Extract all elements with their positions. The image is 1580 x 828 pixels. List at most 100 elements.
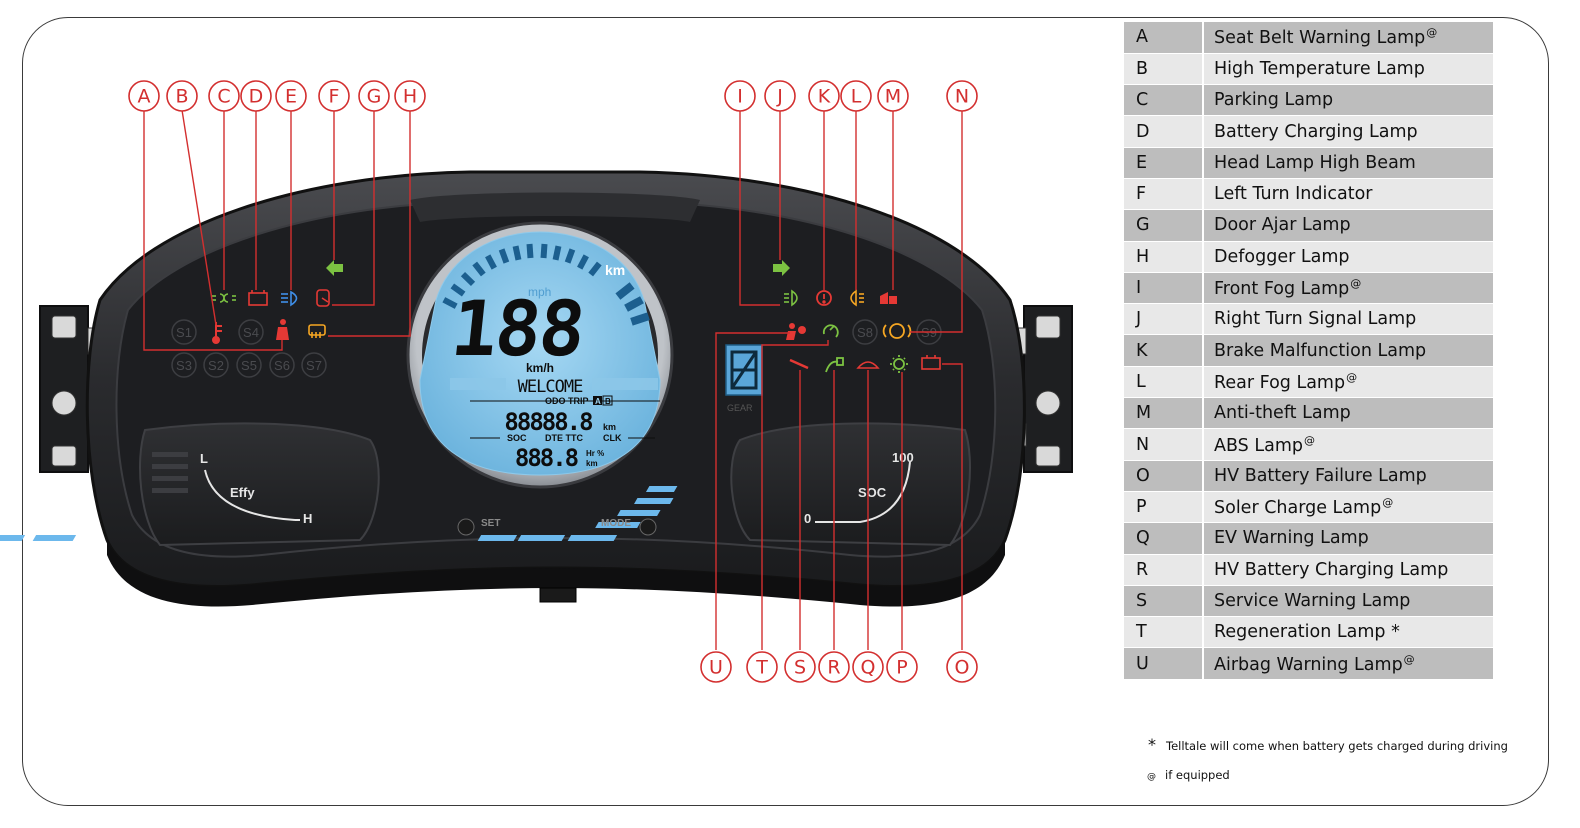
- callout-marker: L: [840, 80, 872, 112]
- soc-min-label: 0: [804, 511, 811, 526]
- callout-marker: F: [318, 80, 350, 112]
- callout-marker: T: [746, 651, 778, 683]
- callout-letter: D: [249, 86, 264, 108]
- callout-marker: R: [818, 651, 850, 683]
- equipped-footnote: @if equipped: [1147, 768, 1230, 782]
- legend-key: K: [1124, 334, 1204, 367]
- efficiency-gauge: L Effy H: [0, 451, 312, 541]
- km-top-label: km: [605, 262, 625, 278]
- soc-gauge: 100 SOC 0: [477, 450, 914, 541]
- callout-letter: C: [217, 86, 230, 108]
- legend-label-cell: Soler Charge Lamp@: [1203, 491, 1493, 524]
- callout-marker: N: [946, 80, 978, 112]
- rear-fog-icon: [850, 289, 864, 307]
- spare-slot-s5: S5: [241, 358, 257, 373]
- bottom-display-unit: km: [586, 459, 598, 468]
- legend-key: P: [1124, 491, 1204, 524]
- regeneration-icon: [822, 324, 839, 338]
- set-button-label: SET: [481, 518, 500, 529]
- legend-row: Q EV Warning Lamp: [1124, 522, 1493, 555]
- lcd-faint-bargraph: [450, 378, 658, 390]
- high-beam-icon: [281, 290, 298, 307]
- legend-label: Brake Malfunction Lamp: [1214, 340, 1427, 361]
- legend-equipped-marker: @: [1426, 26, 1438, 40]
- effy-high-label: H: [303, 511, 312, 526]
- telltales-left: [212, 260, 343, 344]
- callout-letter: L: [851, 86, 862, 108]
- clk-label: CLK: [603, 433, 622, 443]
- legend-label-cell: Service Warning Lamp: [1203, 585, 1493, 618]
- mode-button-label: MODE: [601, 518, 631, 529]
- legend-label-cell: Anti-theft Lamp: [1203, 397, 1493, 430]
- gear-indicator: GEAR: [725, 344, 763, 413]
- legend-equipped-marker: @: [1303, 433, 1315, 447]
- legend-label: HV Battery Failure Lamp: [1214, 465, 1427, 486]
- legend-label: Soler Charge Lamp: [1214, 498, 1382, 519]
- legend-row: G Door Ajar Lamp: [1124, 209, 1493, 242]
- legend-key: F: [1124, 178, 1204, 211]
- right-turn-arrow-icon: [773, 260, 790, 276]
- legend-label-cell: Parking Lamp: [1203, 84, 1493, 117]
- soc-display-label: SOC: [507, 433, 527, 443]
- speed-unit: km/h: [526, 361, 554, 375]
- legend-label-cell: Regeneration Lamp *: [1203, 616, 1493, 649]
- mode-button[interactable]: MODE: [601, 518, 657, 536]
- callout-letter: B: [175, 86, 188, 108]
- odo-trip-label: ODO TRIP: [545, 396, 589, 406]
- legend-label-cell: Head Lamp High Beam: [1203, 147, 1493, 179]
- legend-label: Parking Lamp: [1214, 90, 1334, 111]
- callout-marker: K: [808, 80, 840, 112]
- soc-gauge-label: SOC: [858, 485, 887, 500]
- legend-label: High Temperature Lamp: [1214, 58, 1425, 79]
- defogger-icon: [308, 324, 326, 338]
- legend-label: Door Ajar Lamp: [1214, 215, 1351, 236]
- telltales-right: [773, 260, 941, 373]
- callout-marker: U: [700, 651, 732, 683]
- callout-letter: G: [367, 86, 382, 108]
- legend-key: C: [1124, 84, 1204, 117]
- spare-slot-s2: S2: [208, 358, 224, 373]
- ev-warning-icon: [856, 361, 880, 369]
- abs-icon: [882, 323, 912, 339]
- seat-belt-icon: [276, 319, 289, 340]
- spare-telltale-slots: [171, 319, 942, 378]
- equipped-footnote-text: if equipped: [1165, 768, 1230, 782]
- hv-battery-failure-icon: [921, 355, 941, 370]
- legend-key: R: [1124, 554, 1204, 586]
- legend-key: Q: [1124, 522, 1204, 555]
- callout-marker: O: [946, 651, 978, 683]
- legend-label: HV Battery Charging Lamp: [1214, 559, 1449, 580]
- legend-label-cell: ABS Lamp@: [1203, 428, 1493, 461]
- soc-max-label: 100: [892, 450, 914, 465]
- battery-charging-icon: [248, 290, 268, 306]
- callout-marker: A: [128, 80, 160, 112]
- center-hood: [410, 192, 700, 222]
- callout-letter: E: [285, 86, 297, 108]
- effy-label: Effy: [230, 485, 255, 500]
- gear-label: GEAR: [727, 403, 753, 413]
- legend-label-cell: Door Ajar Lamp: [1203, 209, 1493, 242]
- callout-letter: H: [403, 86, 417, 108]
- legend-label: EV Warning Lamp: [1214, 528, 1369, 549]
- legend-key: G: [1124, 209, 1204, 242]
- callout-letter: Q: [861, 657, 876, 679]
- legend-key: B: [1124, 53, 1204, 86]
- legend-row: C Parking Lamp: [1124, 84, 1493, 117]
- set-button[interactable]: SET: [457, 518, 500, 536]
- hr-pct-unit: Hr %: [586, 449, 604, 458]
- legend-label-cell: Front Fog Lamp@: [1203, 272, 1493, 305]
- callout-marker: I: [724, 80, 756, 112]
- legend-label: Regeneration Lamp *: [1214, 622, 1400, 643]
- effy-low-label: L: [200, 451, 208, 466]
- callout-letter: U: [709, 657, 723, 679]
- legend-label: Front Fog Lamp: [1214, 279, 1350, 300]
- callout-marker: C: [208, 80, 240, 112]
- legend-label-cell: Airbag Warning Lamp@: [1203, 647, 1493, 680]
